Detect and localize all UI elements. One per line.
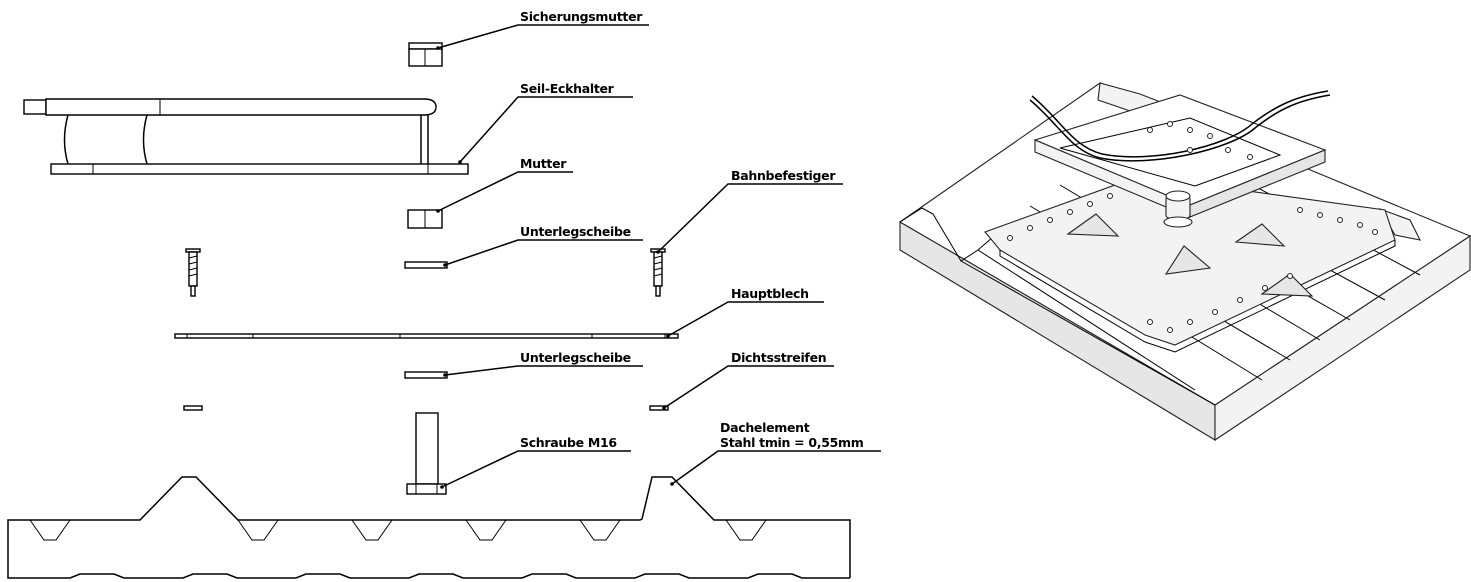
roof-element-part <box>7 476 851 579</box>
label-roof-element-spec: Stahl tmin = 0,55mm <box>720 435 864 450</box>
label-bolt: Schraube M16 <box>520 435 617 450</box>
bolt-part <box>406 412 447 495</box>
label-roof-element: Dachelement <box>720 420 810 435</box>
washer-bottom-part <box>404 371 448 379</box>
label-rope-corner-holder: Seil-Eckhalter <box>520 81 615 96</box>
washer-top-part <box>404 261 448 269</box>
label-membrane-fastener: Bahnbefestiger <box>731 168 836 183</box>
isometric-assembly-view <box>898 82 1471 442</box>
sealing-strip-left <box>183 405 203 411</box>
main-plate-part <box>174 333 679 339</box>
leader-lines <box>436 24 881 489</box>
membrane-fastener-left <box>185 248 201 297</box>
rope-corner-holder-part <box>23 98 469 175</box>
exploded-view: Sicherungsmutter Seil-Eckhalter Mutter B… <box>7 9 881 579</box>
lock-nut-part <box>408 42 443 67</box>
label-washer-top: Unterlegscheibe <box>520 224 631 239</box>
label-sealing-strip: Dichtsstreifen <box>731 350 826 365</box>
label-nut: Mutter <box>520 156 567 171</box>
membrane-fastener-right <box>650 248 666 297</box>
label-lock-nut: Sicherungsmutter <box>520 9 643 24</box>
sealing-strip-right <box>649 405 669 411</box>
label-washer-bottom: Unterlegscheibe <box>520 350 631 365</box>
label-main-plate: Hauptblech <box>731 286 809 301</box>
nut-part <box>407 209 443 229</box>
